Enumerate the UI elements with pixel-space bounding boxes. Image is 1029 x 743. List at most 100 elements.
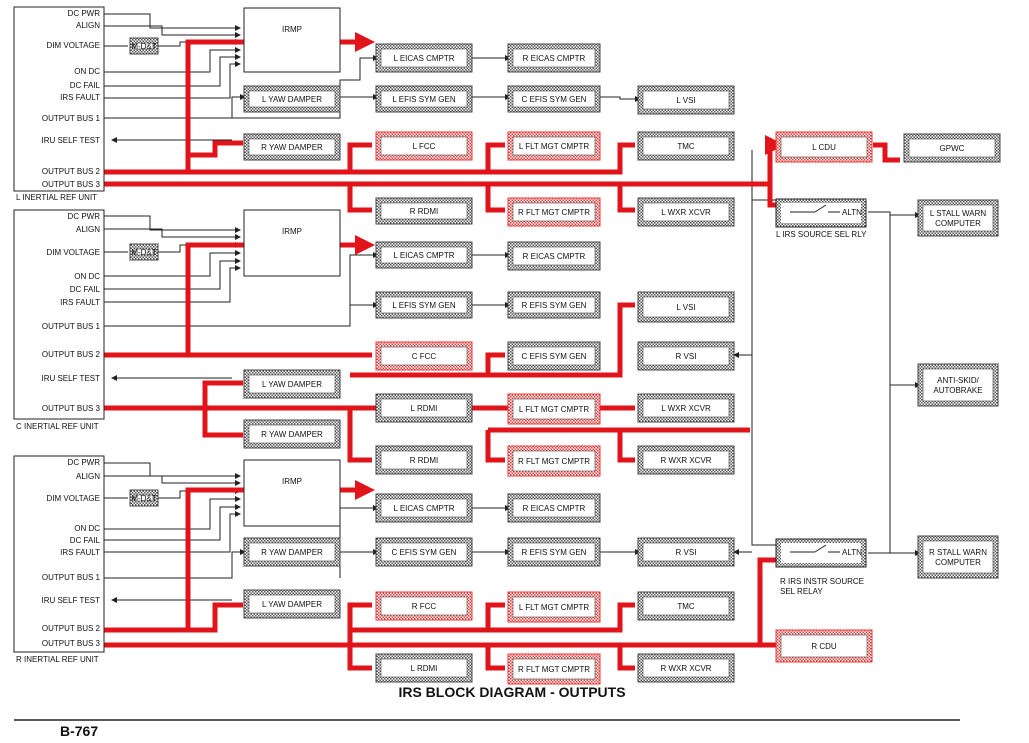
block-r-eicas-cmptr: R EICAS CMPTR [507, 241, 601, 271]
block-label: C FCC [412, 352, 437, 361]
relay-contact-label: ALTN [842, 548, 862, 557]
block-label: L VSI [676, 96, 695, 105]
block-label: L FLT MGT CMPTR [519, 142, 590, 151]
port-label: OUTPUT BUS 3 [42, 639, 101, 648]
port-label: ON DC [74, 272, 100, 281]
block-r-flt-mgt-cmptr: R FLT MGT CMPTR [507, 197, 601, 227]
block-label: R EICAS CMPTR [523, 252, 586, 261]
block-l-fcc: L FCC [375, 131, 473, 161]
block-l-eicas-cmptr: L EICAS CMPTR [375, 493, 473, 523]
block-m-d-t: M-D&T [129, 489, 159, 507]
block-c-efis-sym-gen: C EFIS SYM GEN [507, 341, 601, 371]
block-label: TMC [677, 142, 695, 151]
block-c-efis-sym-gen: C EFIS SYM GEN [507, 85, 601, 113]
block-label: L FLT MGT CMPTR [519, 405, 590, 414]
block-label: GPWC [940, 144, 965, 153]
port-label: IRU SELF TEST [41, 136, 100, 145]
block-label: R FLT MGT CMPTR [518, 665, 590, 674]
block-label: R WXR XCVR [660, 456, 711, 465]
block-anti-skid-autobrake: ANTI-SKID/AUTOBRAKE [917, 363, 999, 407]
block-label: C EFIS SYM GEN [522, 95, 587, 104]
port-label: DC PWR [68, 212, 101, 221]
block-r-vsi: R VSI [637, 341, 735, 371]
block-label: R YAW DAMPER [261, 430, 323, 439]
port-label: DC FAIL [70, 536, 101, 545]
unit-label: L INERTIAL REF UNIT [16, 193, 97, 202]
port-label: ON DC [74, 67, 100, 76]
block-label: C EFIS SYM GEN [392, 548, 457, 557]
unit-label: R INERTIAL REF UNIT [16, 655, 99, 664]
block-label: TMC [677, 602, 695, 611]
block-label: R EFIS SYM GEN [522, 301, 587, 310]
block-label: R RDMI [410, 207, 438, 216]
c-iru-box [13, 209, 105, 420]
block-r-fcc: R FCC [375, 591, 473, 621]
block-irmp: IRMP [243, 7, 341, 73]
block-l-yaw-damper: L YAW DAMPER [243, 369, 341, 399]
block-r-cdu: R CDU [775, 629, 873, 663]
block-label: R FLT MGT CMPTR [518, 457, 590, 466]
block-label: L RDMI [411, 664, 438, 673]
block-m-d-t: M-D&T [129, 243, 159, 261]
block-l-eicas-cmptr: L EICAS CMPTR [375, 241, 473, 269]
port-label: DC PWR [68, 458, 101, 467]
block-l-efis-sym-gen: L EFIS SYM GEN [375, 291, 473, 319]
block-label: L WXR XCVR [661, 404, 711, 413]
port-label: DC FAIL [70, 81, 101, 90]
block-label: R FLT MGT CMPTR [518, 208, 590, 217]
block-label: R CDU [811, 642, 837, 651]
block-l-flt-mgt-cmptr: L FLT MGT CMPTR [507, 393, 601, 425]
block-l-rdmi: L RDMI [375, 653, 473, 683]
r-iru-box [13, 455, 105, 653]
port-label: ALIGN [76, 472, 100, 481]
block-label: L EICAS CMPTR [393, 251, 454, 260]
block-label: R VSI [676, 352, 697, 361]
block-r-rdmi: R RDMI [375, 197, 473, 225]
block-label: R VSI [676, 548, 697, 557]
relay-contact-label: ALTN [842, 208, 862, 217]
block-r-eicas-cmptr: R EICAS CMPTR [507, 493, 601, 523]
block-r-flt-mgt-cmptr: R FLT MGT CMPTR [507, 653, 601, 685]
port-label: OUTPUT BUS 2 [42, 624, 101, 633]
port-label: ALIGN [76, 225, 100, 234]
block-l-rdmi: L RDMI [375, 393, 473, 423]
port-label: DC PWR [68, 9, 101, 18]
block-label: M-D&T [131, 248, 156, 257]
block-l-wxr-xcvr: L WXR XCVR [637, 197, 735, 227]
block-label: R EICAS CMPTR [523, 54, 586, 63]
port-label: IRS FAULT [60, 548, 100, 557]
block-m-d-t: M-D&T [129, 37, 159, 55]
block-tmc: TMC [637, 131, 735, 161]
port-label: OUTPUT BUS 2 [42, 350, 101, 359]
thin-wiring [103, 13, 921, 603]
unit-label: C INERTIAL REF UNIT [16, 422, 99, 431]
block-label: L EICAS CMPTR [393, 504, 454, 513]
block-l-efis-sym-gen: L EFIS SYM GEN [375, 85, 473, 113]
block-label: R EFIS SYM GEN [522, 548, 587, 557]
block-label: L FCC [413, 142, 436, 151]
block-label: L FLT MGT CMPTR [519, 603, 590, 612]
block-r-flt-mgt-cmptr: R FLT MGT CMPTR [507, 445, 601, 477]
block-label: IRMP [282, 227, 302, 236]
port-label: DIM VOLTAGE [47, 494, 101, 503]
block-label: C EFIS SYM GEN [522, 352, 587, 361]
block-label: R RDMI [410, 456, 438, 465]
block-label: R WXR XCVR [660, 664, 711, 673]
port-label: OUTPUT BUS 1 [42, 114, 101, 123]
block-label: L YAW DAMPER [262, 95, 322, 104]
block-l-flt-mgt-cmptr: L FLT MGT CMPTR [507, 591, 601, 623]
block-r-vsi: R VSI [637, 537, 735, 567]
block-l-cdu: L CDU [775, 131, 873, 163]
block-r-efis-sym-gen: R EFIS SYM GEN [507, 537, 601, 567]
port-label: OUTPUT BUS 1 [42, 573, 101, 582]
block-label: L WXR XCVR [661, 208, 711, 217]
block-r-eicas-cmptr: R EICAS CMPTR [507, 43, 601, 73]
block-r-efis-sym-gen: R EFIS SYM GEN [507, 291, 601, 319]
iru-units: DC PWR ALIGN DIM VOLTAGE ON DC DC FAIL I… [13, 6, 105, 664]
block-l-yaw-damper: L YAW DAMPER [243, 85, 341, 113]
port-label: DIM VOLTAGE [47, 248, 101, 257]
